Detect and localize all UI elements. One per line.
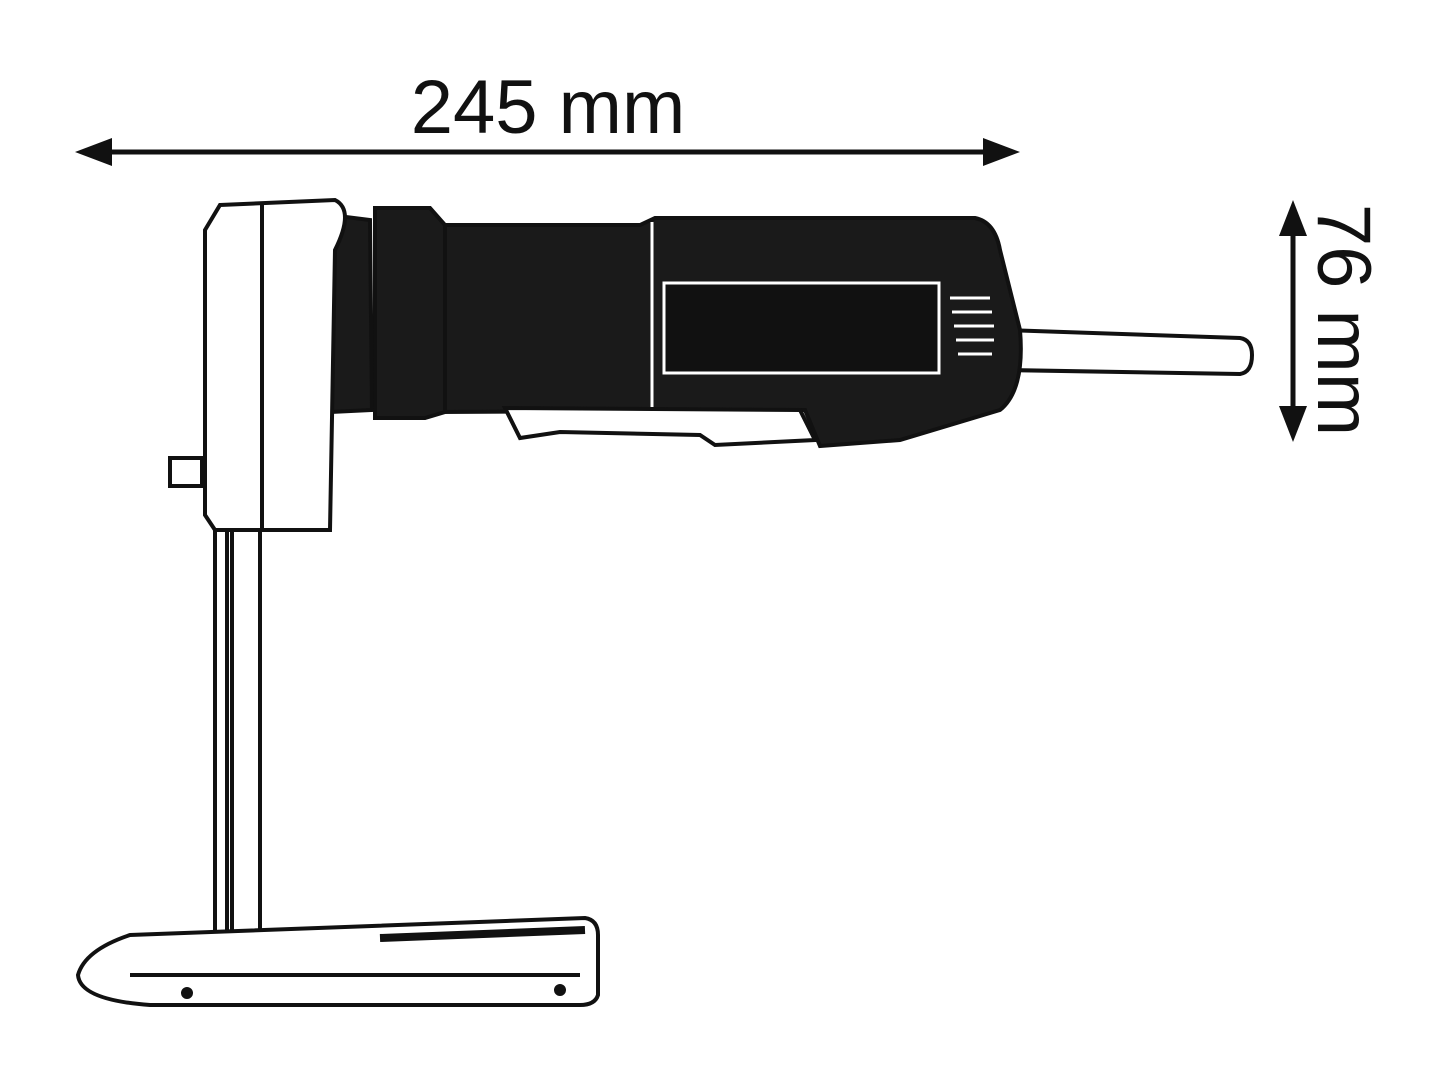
power-cord	[1003, 327, 1255, 377]
collar	[373, 206, 447, 420]
cutting-wire	[213, 528, 229, 937]
arrowhead-right-icon	[983, 138, 1020, 166]
adjust-knob	[168, 456, 204, 488]
height-label: 76 mm	[1301, 204, 1386, 436]
arrowhead-left-icon	[75, 138, 112, 166]
foam-cutter-illustration	[75, 197, 1255, 1007]
screw-right	[554, 984, 566, 996]
housing-panel	[662, 281, 941, 375]
height-dimension: 76 mm	[1279, 200, 1386, 442]
length-dimension: 245 mm	[75, 65, 1020, 166]
base-plate	[75, 915, 600, 1007]
vent-slots	[950, 296, 994, 356]
arrowhead-down-icon	[1279, 406, 1307, 442]
handle-grip	[501, 405, 819, 448]
length-label: 245 mm	[411, 65, 686, 150]
support-column	[230, 528, 262, 937]
arrowhead-up-icon	[1279, 200, 1307, 236]
screw-left	[181, 987, 193, 999]
cutter-head	[203, 197, 347, 532]
